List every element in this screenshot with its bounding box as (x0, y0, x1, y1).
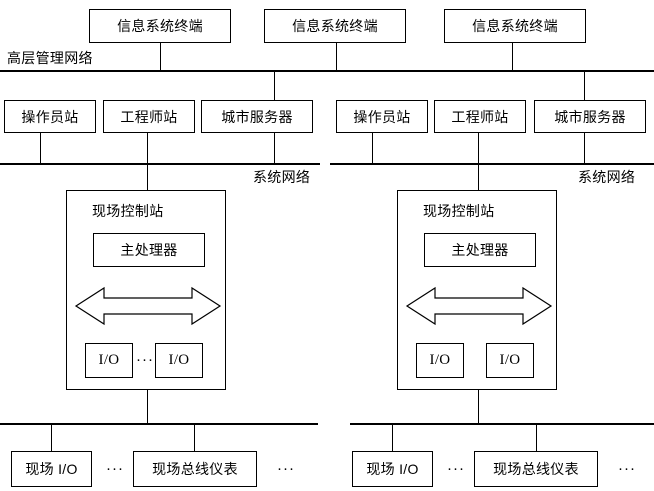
right-field-io[interactable]: 现场 I/O (352, 451, 433, 487)
left-operator-station-drop-line (40, 133, 41, 163)
right-operator-station-drop-line (372, 133, 373, 163)
left-engineer-station-label: 工程师站 (120, 108, 178, 125)
left-system-network-label: 系统网络 (253, 169, 311, 185)
left-main-processor[interactable]: 主处理器 (93, 233, 205, 267)
right-fieldbus-instrument[interactable]: 现场总线仪表 (474, 451, 598, 487)
right-field-bus (350, 423, 654, 425)
left-internal-bus-arrow-icon (74, 286, 222, 326)
right-fieldbus-instrument-label: 现场总线仪表 (493, 461, 579, 477)
right-system-network-label: 系统网络 (578, 169, 636, 185)
info-system-terminal-3-label: 信息系统终端 (472, 18, 558, 34)
left-city-server[interactable]: 城市服务器 (201, 100, 313, 133)
left-main-processor-label: 主处理器 (120, 242, 178, 258)
right-city-server-drop-line (584, 133, 585, 163)
info-system-terminal-3[interactable]: 信息系统终端 (444, 9, 586, 43)
right-field-io-label: 现场 I/O (366, 461, 419, 477)
terminal-2-drop-line (336, 42, 337, 70)
left-city-server-label: 城市服务器 (221, 108, 293, 125)
left-field-ellipsis-2: ··· (277, 462, 295, 478)
left-field-control-station-title: 现场控制站 (92, 203, 164, 219)
terminal-1-drop-line (160, 42, 161, 70)
right-io-module-2-label: I/O (499, 352, 521, 368)
left-fieldbus-instrument-drop-line (194, 423, 195, 451)
left-engineer-station-drop-line (147, 133, 148, 163)
right-main-processor-label: 主处理器 (451, 242, 509, 258)
right-io-module-2[interactable]: I/O (486, 343, 534, 378)
right-system-network-bus (330, 163, 654, 165)
info-system-terminal-1-label: 信息系统终端 (117, 18, 203, 34)
left-field-bus (0, 423, 318, 425)
right-internal-bus-arrow-icon (405, 286, 553, 326)
left-field-io[interactable]: 现场 I/O (11, 451, 92, 487)
left-fieldbus-instrument-label: 现场总线仪表 (152, 461, 238, 477)
terminal-3-drop-line (512, 42, 513, 70)
right-operator-station-label: 操作员站 (353, 108, 411, 125)
right-field-control-station-title: 现场控制站 (423, 203, 495, 219)
right-engineer-station-drop-line (478, 133, 479, 163)
info-system-terminal-2[interactable]: 信息系统终端 (264, 9, 406, 43)
info-system-terminal-1[interactable]: 信息系统终端 (89, 9, 231, 43)
right-field-ellipsis-1: ··· (447, 462, 465, 478)
left-engineer-station[interactable]: 工程师站 (103, 100, 195, 133)
left-control-station-riser (147, 163, 148, 191)
right-engineer-station[interactable]: 工程师站 (434, 100, 526, 133)
right-fieldbus-instrument-drop-line (536, 423, 537, 451)
left-system-network-bus (0, 163, 320, 165)
left-city-server-drop-line (274, 133, 275, 163)
left-io-ellipsis: ··· (136, 353, 154, 369)
left-fieldbus-instrument[interactable]: 现场总线仪表 (133, 451, 257, 487)
right-io-module-1[interactable]: I/O (416, 343, 464, 378)
right-main-processor[interactable]: 主处理器 (424, 233, 536, 267)
right-city-server[interactable]: 城市服务器 (534, 100, 646, 133)
left-field-io-label: 现场 I/O (25, 461, 78, 477)
right-city-server-label: 城市服务器 (554, 108, 626, 125)
left-io-module-1[interactable]: I/O (85, 343, 133, 378)
left-io-module-1-label: I/O (98, 352, 120, 368)
right-control-station-riser (478, 163, 479, 191)
left-io-module-2[interactable]: I/O (155, 343, 203, 378)
right-field-io-drop-line (392, 423, 393, 451)
management-network-bus (0, 70, 654, 72)
left-operator-station[interactable]: 操作员站 (4, 100, 96, 133)
left-operator-station-label: 操作员站 (21, 108, 79, 125)
top-network-label: 高层管理网络 (7, 50, 93, 66)
right-operator-station[interactable]: 操作员站 (336, 100, 428, 133)
info-system-terminal-2-label: 信息系统终端 (292, 18, 378, 34)
left-field-ellipsis-1: ··· (106, 462, 124, 478)
left-io-module-2-label: I/O (168, 352, 190, 368)
right-engineer-station-label: 工程师站 (451, 108, 509, 125)
right-field-ellipsis-2: ··· (618, 462, 636, 478)
right-io-module-1-label: I/O (429, 352, 451, 368)
left-field-io-drop-line (51, 423, 52, 451)
